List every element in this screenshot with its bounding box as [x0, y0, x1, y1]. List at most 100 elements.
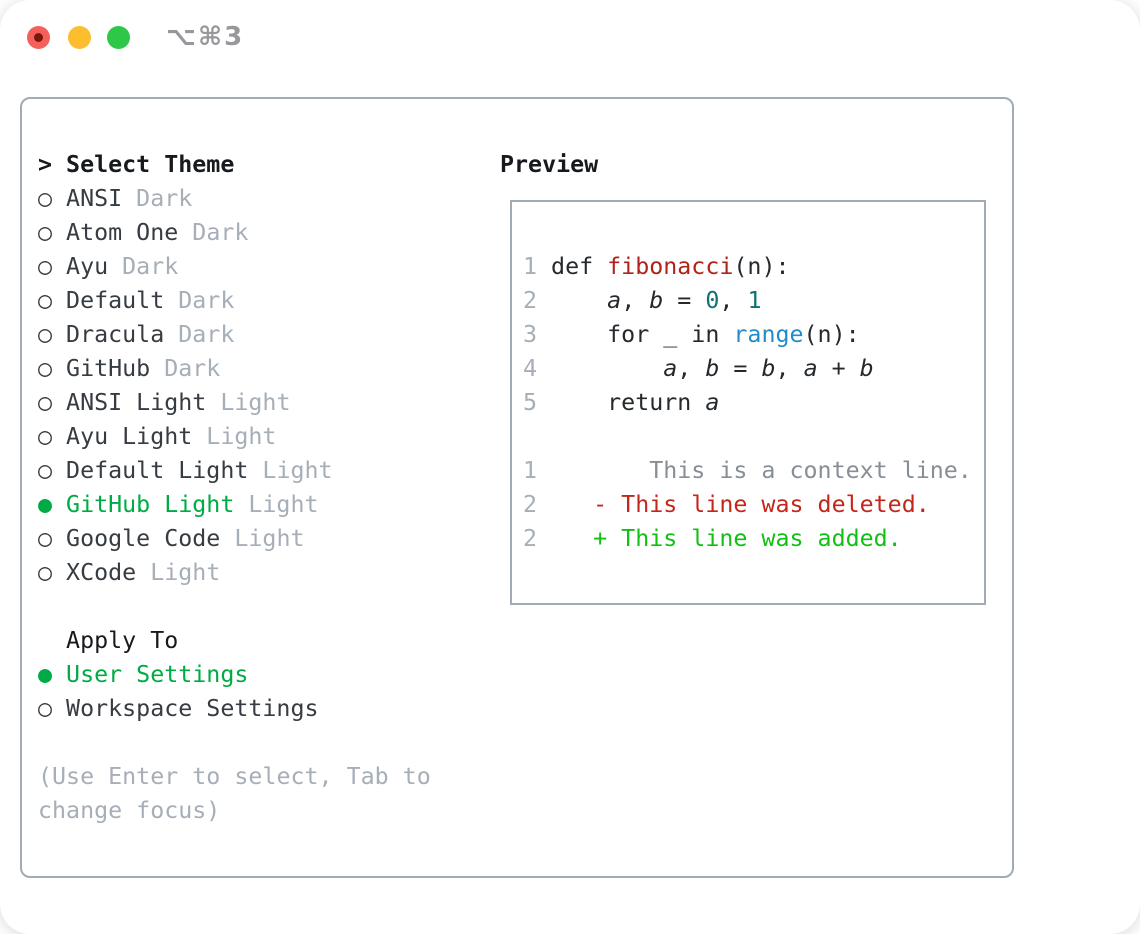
code-line: 4 a, b = b, a + b [523, 352, 972, 386]
theme-name: ANSI [66, 185, 123, 212]
theme-variant: Dark [164, 287, 235, 314]
theme-option-github[interactable]: ○GitHub Dark [38, 352, 488, 386]
diff-text: + This line was added. [551, 525, 902, 552]
theme-variant: Dark [164, 321, 235, 348]
diff-text: This is a context line. [551, 457, 972, 484]
radio-icon: ○ [38, 389, 53, 416]
radio-icon: ○ [38, 559, 53, 586]
theme-variant: Dark [108, 253, 179, 280]
code-token: = [663, 287, 706, 314]
radio-icon: ○ [38, 457, 53, 484]
code-area: 1 def fibonacci (n): 2 a, b = 0, 1 3 for _ i… [523, 250, 972, 556]
apply-to-list: ● User Settings ○Workspace Settings [38, 658, 488, 726]
code-token: b [761, 355, 776, 382]
theme-variant: Light [234, 491, 319, 518]
code-line: 3 for _ in range(n): [523, 318, 972, 352]
zoom-button[interactable] [107, 26, 130, 49]
apply-to-header: Apply To [38, 624, 488, 658]
code-token: a [803, 355, 818, 382]
theme-option-atom-one[interactable]: ○Atom One Dark [38, 216, 488, 250]
radio-icon: ○ [38, 321, 53, 348]
code-token: a [663, 355, 678, 382]
window-title: ⌥⌘3 [166, 22, 245, 52]
theme-name: Google Code [66, 525, 221, 552]
code-token [551, 355, 663, 382]
code-token: b [705, 355, 720, 382]
code-token: 0 [705, 287, 720, 314]
theme-variant: Dark [122, 185, 193, 212]
radio-icon: ○ [38, 423, 53, 450]
code-token: 1 [747, 287, 762, 314]
theme-option-default-light[interactable]: ○Default Light Light [38, 454, 488, 488]
diff-line-deleted: 2 - This line was deleted. [523, 488, 972, 522]
code-token: (n): [803, 321, 860, 348]
line-number: 1 [523, 457, 538, 484]
line-number: 1 [523, 253, 538, 280]
code-token: , [719, 287, 748, 314]
line-number: 5 [523, 389, 538, 416]
select-theme-label: Select Theme [66, 151, 235, 178]
radio-icon: ○ [38, 253, 53, 280]
theme-name: GitHub [66, 355, 151, 382]
apply-option-name: User Settings [66, 661, 249, 688]
hint-line-1: (Use Enter to select, Tab to [38, 763, 431, 790]
theme-picker-panel: >Select Theme ○ANSI Dark○Atom One Dark○A… [20, 97, 1014, 878]
theme-option-ansi-light[interactable]: ○ANSI Light Light [38, 386, 488, 420]
code-token: b [649, 287, 664, 314]
line-number: 4 [523, 355, 538, 382]
close-dot-icon [34, 33, 43, 42]
code-token: + [817, 355, 860, 382]
diff-line-context: 1 This is a context line. [523, 454, 972, 488]
close-button[interactable] [27, 26, 50, 49]
diff-text: - This line was deleted. [551, 491, 930, 518]
code-token: b [859, 355, 874, 382]
theme-option-ansi[interactable]: ○ANSI Dark [38, 182, 488, 216]
code-token: for _ in [551, 321, 734, 348]
code-token: fibonacci [607, 253, 734, 280]
spacer [38, 590, 488, 624]
theme-option-github-light[interactable]: ● GitHub Light Light [38, 488, 488, 522]
preview-header: Preview [500, 151, 599, 178]
theme-name: ANSI Light [66, 389, 207, 416]
theme-option-xcode[interactable]: ○ XCode Light [38, 556, 488, 590]
select-theme-header: > Select Theme [38, 148, 488, 182]
theme-option-ayu[interactable]: ○ Ayu Dark [38, 250, 488, 284]
radio-selected-icon: ● [38, 661, 53, 688]
apply-to-label: Apply To [66, 627, 179, 654]
radio-selected-icon: ● [38, 491, 53, 518]
theme-variant: Light [248, 457, 333, 484]
theme-option-ayu-light[interactable]: ○ Ayu Light Light [38, 420, 488, 454]
radio-icon: ○ [38, 219, 53, 246]
theme-name: Atom One [66, 219, 179, 246]
theme-name: GitHub Light [66, 491, 235, 518]
apply-option-user-settings[interactable]: ● User Settings [38, 658, 488, 692]
line-number: 2 [523, 491, 538, 518]
apply-option-name: Workspace Settings [66, 695, 319, 722]
code-token: def [551, 253, 608, 280]
spacer [38, 726, 488, 760]
code-token: , [621, 287, 650, 314]
theme-name: Default [66, 287, 165, 314]
theme-name: Ayu Light [66, 423, 193, 450]
code-token: = [719, 355, 762, 382]
line-number: 2 [523, 525, 538, 552]
theme-name: Dracula [66, 321, 165, 348]
code-token: return [551, 389, 706, 416]
code-token: , [677, 355, 706, 382]
theme-option-default[interactable]: ○ Default Dark [38, 284, 488, 318]
radio-icon: ○ [38, 287, 53, 314]
apply-option-workspace-settings[interactable]: ○Workspace Settings [38, 692, 488, 726]
code-token [551, 287, 607, 314]
cursor-prompt-icon: > [38, 151, 53, 178]
theme-name: XCode [66, 559, 137, 586]
code-line: 5 return a [523, 386, 972, 420]
minimize-button[interactable] [68, 26, 91, 49]
theme-option-dracula[interactable]: ○ Dracula Dark [38, 318, 488, 352]
theme-option-google-code[interactable]: ○Google Code Light [38, 522, 488, 556]
theme-variant: Light [192, 423, 277, 450]
line-number: 2 [523, 287, 538, 314]
theme-variant: Light [136, 559, 221, 586]
theme-name: Ayu [66, 253, 109, 280]
